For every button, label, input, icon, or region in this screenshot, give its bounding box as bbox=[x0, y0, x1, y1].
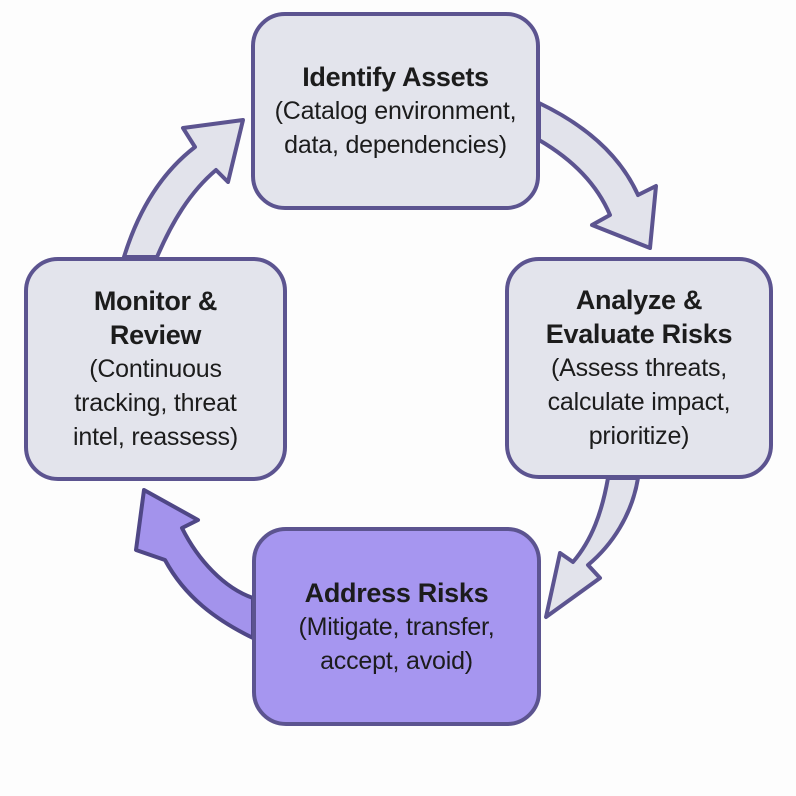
step-title: Analyze & Evaluate Risks bbox=[545, 283, 733, 351]
step-description: (Mitigate, transfer, accept, avoid) bbox=[298, 610, 494, 678]
arrow-identify-to-analyze bbox=[537, 101, 658, 250]
desc-line: (Continuous bbox=[89, 355, 222, 383]
step-identify-assets: Identify Assets (Catalog environment, da… bbox=[251, 12, 540, 210]
desc-line: tracking, threat bbox=[74, 389, 237, 417]
step-address-risks: Address Risks (Mitigate, transfer, accep… bbox=[252, 527, 541, 726]
desc-line: (Catalog environment, bbox=[274, 97, 517, 125]
desc-line: prioritize) bbox=[588, 422, 690, 450]
desc-line: calculate impact, bbox=[547, 388, 731, 416]
desc-line: data, dependencies) bbox=[284, 131, 507, 159]
title-line: Monitor & bbox=[93, 286, 218, 316]
title-line: Review bbox=[109, 320, 202, 350]
step-description: (Continuous tracking, threat intel, reas… bbox=[73, 352, 238, 454]
arrow-monitor-to-identify bbox=[122, 118, 245, 259]
desc-line: (Mitigate, transfer, bbox=[298, 612, 495, 641]
desc-line: accept, avoid) bbox=[320, 646, 473, 675]
step-description: (Catalog environment, data, dependencies… bbox=[275, 94, 517, 162]
title-line: Identify Assets bbox=[302, 62, 489, 92]
step-analyze-evaluate-risks: Analyze & Evaluate Risks (Assess threats… bbox=[505, 257, 773, 479]
step-title: Identify Assets bbox=[302, 60, 489, 94]
title-line: Address Risks bbox=[304, 577, 489, 608]
desc-line: (Assess threats, bbox=[550, 354, 727, 382]
step-title: Monitor & Review bbox=[93, 284, 218, 352]
step-monitor-review: Monitor & Review (Continuous tracking, t… bbox=[24, 257, 287, 481]
title-line: Analyze & bbox=[575, 285, 703, 315]
step-title: Address Risks bbox=[305, 576, 489, 610]
step-description: (Assess threats, calculate impact, prior… bbox=[548, 351, 731, 453]
title-line: Evaluate Risks bbox=[545, 319, 733, 349]
arrow-address-to-monitor bbox=[134, 488, 255, 640]
desc-line: intel, reassess) bbox=[73, 423, 238, 451]
arrow-analyze-to-address bbox=[544, 476, 640, 619]
